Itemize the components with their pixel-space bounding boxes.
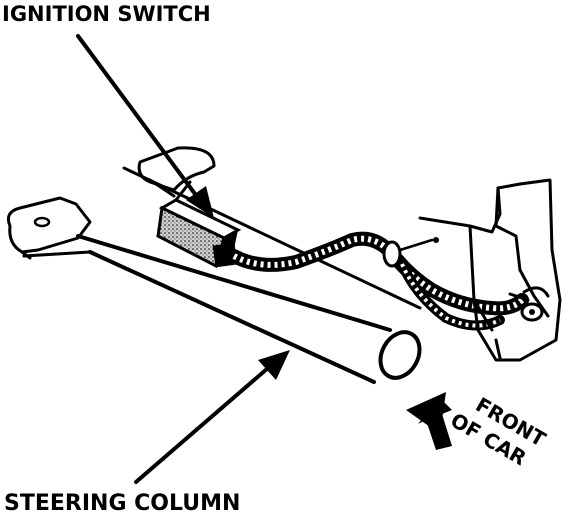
ignition-switch-label: IGNITION SWITCH [2,2,211,26]
front-of-car-arrow [406,392,452,450]
steering-column-label: STEERING COLUMN [4,491,240,516]
upper-bracket [122,146,422,310]
steering-column [22,234,422,384]
front-of-car-label: FRONT OF CAR [446,392,550,470]
steering-column-leader-arrow [134,350,290,484]
wiring-harness [227,231,529,331]
left-mounting-bracket [6,196,92,260]
connector-panel [418,178,562,362]
ignition-switch-leader-arrow [76,34,214,218]
